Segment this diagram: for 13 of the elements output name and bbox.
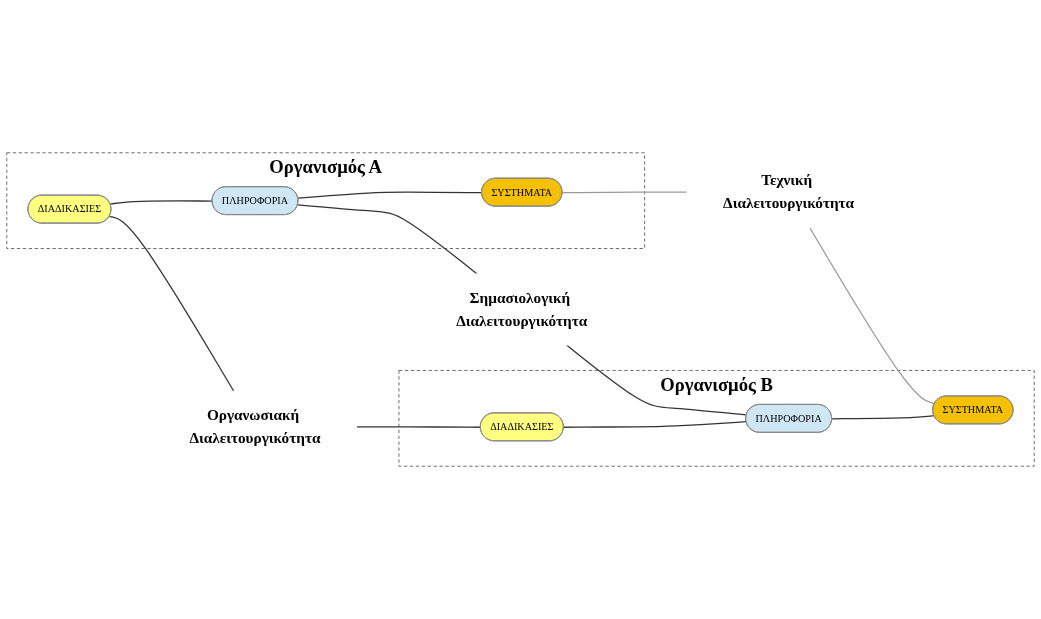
node-text: Σημασιολογική Διαλειτουργικότητα	[456, 289, 588, 329]
node-text: Οργανωσιακή Διαλειτουργικότητα	[189, 406, 321, 447]
connector	[831, 415, 935, 420]
connector	[563, 421, 748, 428]
connector	[108, 216, 235, 392]
node-text: Τεχνική Διαλειτουργικότητα	[723, 171, 855, 212]
connector	[109, 200, 214, 205]
connector	[809, 227, 936, 404]
connector	[565, 344, 748, 416]
connector	[561, 191, 688, 194]
connector	[355, 426, 482, 428]
connector	[297, 204, 478, 275]
connector	[297, 191, 483, 199]
